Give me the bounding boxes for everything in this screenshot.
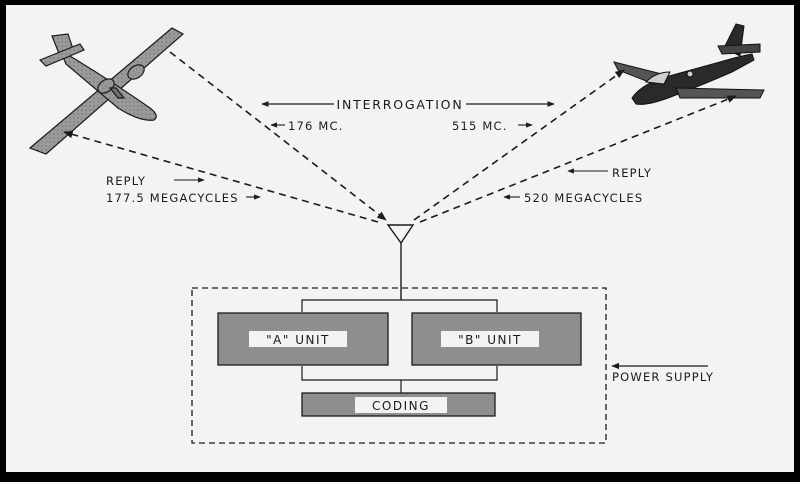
unit-a-label: "A" UNIT xyxy=(266,333,330,347)
left-reply-freq: 177.5 MEGACYCLES xyxy=(106,191,239,205)
right-interrogation-freq: 515 MC. xyxy=(452,119,508,133)
left-flying-boat-icon xyxy=(28,27,185,155)
interrogation-label: INTERROGATION xyxy=(337,97,464,112)
right-reply-label: REPLY xyxy=(612,166,652,180)
antenna-icon xyxy=(386,224,415,300)
internal-wiring xyxy=(301,299,498,393)
left-reply-line xyxy=(63,130,379,223)
left-reply-label: REPLY xyxy=(106,174,146,188)
right-reply-line xyxy=(419,95,737,223)
equipment-enclosure xyxy=(191,287,607,444)
right-fighter-plane-icon xyxy=(613,23,765,105)
unit-b-label: "B" UNIT xyxy=(458,333,522,347)
signal-lines xyxy=(63,51,737,223)
right-reply-freq: 520 MEGACYCLES xyxy=(524,191,643,205)
coding-label: CODING xyxy=(372,399,430,413)
unit-a-block: "A" UNIT xyxy=(217,312,389,366)
left-interrogation-line xyxy=(169,51,387,221)
power-supply-label: POWER SUPPLY xyxy=(612,370,714,384)
unit-b-block: "B" UNIT xyxy=(411,312,582,366)
left-interrogation-freq: 176 MC. xyxy=(288,119,344,133)
coding-block: CODING xyxy=(301,392,496,417)
